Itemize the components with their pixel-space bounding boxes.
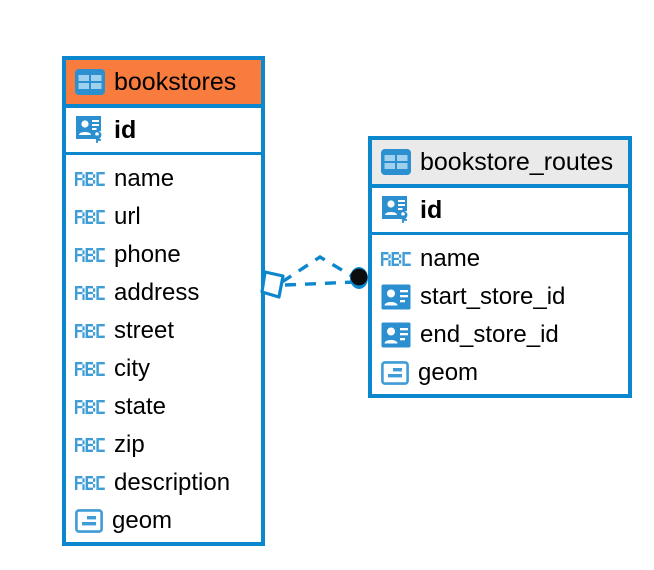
text-type-icon <box>75 322 105 340</box>
geometry-type-icon <box>75 509 103 533</box>
field-label-id: id <box>114 115 137 144</box>
relationship-line-lower <box>284 280 356 287</box>
field-label-name: name <box>420 245 481 272</box>
entity-bookstores-title: bookstores <box>114 67 237 96</box>
field-label-state: state <box>114 393 167 420</box>
entity-bookstore-routes-fields: name start_store_id <box>372 235 628 398</box>
filled-circle-icon <box>350 267 368 289</box>
field-row-name[interactable]: name <box>372 240 628 278</box>
text-type-icon <box>75 284 105 302</box>
entity-bookstores-header[interactable]: bookstores <box>66 60 261 108</box>
entity-bookstores[interactable]: bookstores id <box>62 56 265 546</box>
text-type-icon <box>75 246 105 264</box>
primary-key-icon <box>75 115 105 145</box>
field-label-geom: geom <box>418 359 479 386</box>
text-type-icon <box>75 398 105 416</box>
field-row-geom[interactable]: geom <box>66 502 261 540</box>
entity-bookstore-routes-header[interactable]: bookstore_routes <box>372 140 628 188</box>
field-row-phone[interactable]: phone <box>66 236 261 274</box>
field-label-city: city <box>114 355 150 382</box>
text-type-icon <box>75 436 105 454</box>
field-row-street[interactable]: street <box>66 312 261 350</box>
relationship-line-upper <box>281 254 358 284</box>
field-label-zip: zip <box>114 431 145 458</box>
field-row-url[interactable]: url <box>66 198 261 236</box>
table-icon <box>381 149 411 175</box>
field-row-address[interactable]: address <box>66 274 261 312</box>
field-label-id: id <box>420 195 443 224</box>
text-type-icon <box>75 360 105 378</box>
field-label-address: address <box>114 279 200 306</box>
field-row-id[interactable]: id <box>66 108 261 155</box>
field-label-end-store-id: end_store_id <box>420 321 559 348</box>
field-row-geom[interactable]: geom <box>372 354 628 392</box>
field-row-description[interactable]: description <box>66 464 261 502</box>
field-label-geom: geom <box>112 507 173 534</box>
text-type-icon <box>75 474 105 492</box>
field-row-zip[interactable]: zip <box>66 426 261 464</box>
diamond-outline-icon <box>260 270 285 299</box>
table-icon <box>75 69 105 95</box>
field-label-description: description <box>114 469 231 496</box>
field-label-name: name <box>114 165 175 192</box>
field-label-street: street <box>114 317 175 344</box>
field-row-state[interactable]: state <box>66 388 261 426</box>
field-row-id[interactable]: id <box>372 188 628 235</box>
field-label-phone: phone <box>114 241 181 268</box>
entity-bookstores-fields: name <box>66 155 261 546</box>
geometry-type-icon <box>381 361 409 385</box>
foreign-key-icon <box>381 284 411 310</box>
field-row-name[interactable]: name <box>66 160 261 198</box>
field-label-start-store-id: start_store_id <box>420 283 566 310</box>
text-type-icon <box>75 170 105 188</box>
text-type-icon <box>75 208 105 226</box>
entity-bookstore-routes-title: bookstore_routes <box>420 147 614 176</box>
primary-key-icon <box>381 195 411 225</box>
field-row-start-store-id[interactable]: start_store_id <box>372 278 628 316</box>
field-row-end-store-id[interactable]: end_store_id <box>372 316 628 354</box>
text-type-icon <box>381 250 411 268</box>
entity-bookstore-routes[interactable]: bookstore_routes id <box>368 136 632 398</box>
foreign-key-icon <box>381 322 411 348</box>
field-label-url: url <box>114 203 141 230</box>
field-row-city[interactable]: city <box>66 350 261 388</box>
